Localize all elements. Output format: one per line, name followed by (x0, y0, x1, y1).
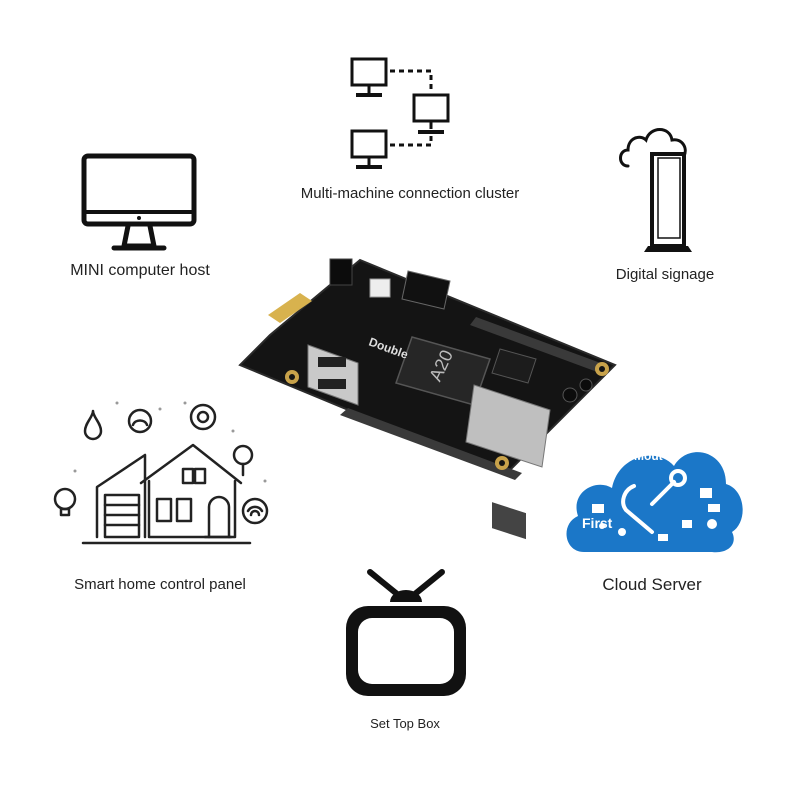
cloud-server-label: Cloud Server (602, 575, 702, 594)
cloud-tag-mout: Mout (634, 449, 663, 463)
mini-pc-label: MINI computer host (70, 262, 210, 279)
set-top-box-label: Set Top Box (370, 716, 440, 731)
monitor-icon (81, 153, 197, 251)
cluster-label: Multi-machine connection cluster (300, 185, 520, 202)
signage-label: Digital signage (615, 266, 715, 283)
smart-home-label: Smart home control panel (74, 576, 246, 593)
network-cluster-icon (350, 57, 450, 169)
tv-icon (346, 569, 466, 696)
signage-kiosk-icon (619, 128, 692, 252)
cloud-tag-first: First (582, 515, 613, 531)
dev-board-image: A20 Double (238, 258, 617, 540)
smart-home-icon (53, 401, 269, 545)
cloud-server-icon: Mout First (566, 449, 743, 553)
